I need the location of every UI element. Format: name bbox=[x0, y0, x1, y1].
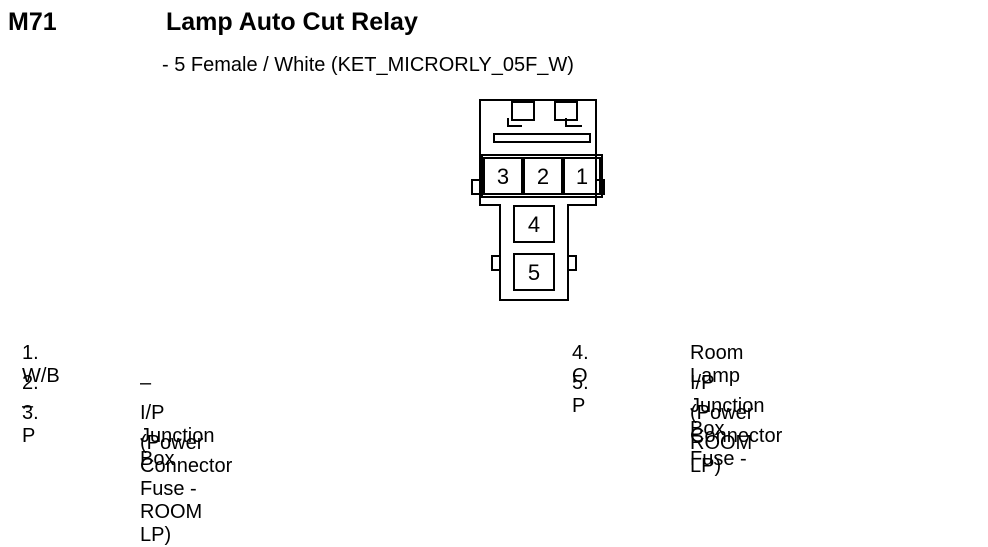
pin-label-4: 4 bbox=[528, 212, 540, 237]
pin-cell-1 bbox=[563, 157, 601, 195]
pin-cell-3 bbox=[483, 157, 523, 195]
pin-description-5: ROOM LP) bbox=[690, 432, 753, 477]
connector-subtitle: - 5 Female / White (KET_MICRORLY_05F_W) bbox=[162, 54, 574, 76]
pin-description-3: (Power Connector Fuse - ROOM LP) bbox=[140, 432, 233, 546]
pin-cell-2 bbox=[523, 157, 563, 195]
pin-number-5: 5. P bbox=[572, 372, 589, 417]
side-latch-left bbox=[471, 179, 481, 195]
pin-description-3: I/P Junction Box bbox=[140, 402, 215, 470]
pin-label-3: 3 bbox=[497, 164, 509, 189]
pin-cell-4 bbox=[513, 205, 555, 243]
lock-tab-left bbox=[511, 101, 535, 121]
connector-diagram: 1 2 34 5 bbox=[471, 99, 605, 301]
lock-tab-right bbox=[554, 101, 578, 121]
connector-title: Lamp Auto Cut Relay bbox=[166, 8, 418, 36]
pin-cell-5 bbox=[513, 253, 555, 291]
pin-label-1: 1 bbox=[576, 164, 588, 189]
pin-label-5: 5 bbox=[528, 260, 540, 285]
pin-description-4: Room Lamp bbox=[690, 342, 744, 387]
key-bar bbox=[493, 133, 591, 143]
lock-tab-left-stem bbox=[507, 118, 522, 127]
pin-label-2: 2 bbox=[537, 164, 549, 189]
side-latch-right-lower bbox=[567, 255, 577, 271]
pin-number-4: 4. O bbox=[572, 342, 589, 387]
lock-tab-right-stem bbox=[565, 118, 582, 127]
pin-description-5: I/P Junction Box bbox=[690, 372, 765, 440]
pin-number-3: 3. P bbox=[22, 402, 39, 447]
pin-description-2: – bbox=[140, 372, 152, 394]
connector-housing bbox=[479, 99, 597, 301]
pin-number-1: 1. W/B bbox=[22, 342, 60, 387]
terminal-row-frame bbox=[481, 154, 603, 198]
connector-code: M71 bbox=[8, 8, 57, 36]
pin-number-2: 2. – bbox=[22, 372, 39, 417]
side-latch-left-lower bbox=[491, 255, 501, 271]
pin-description-5: (Power Connector Fuse - bbox=[690, 402, 783, 470]
